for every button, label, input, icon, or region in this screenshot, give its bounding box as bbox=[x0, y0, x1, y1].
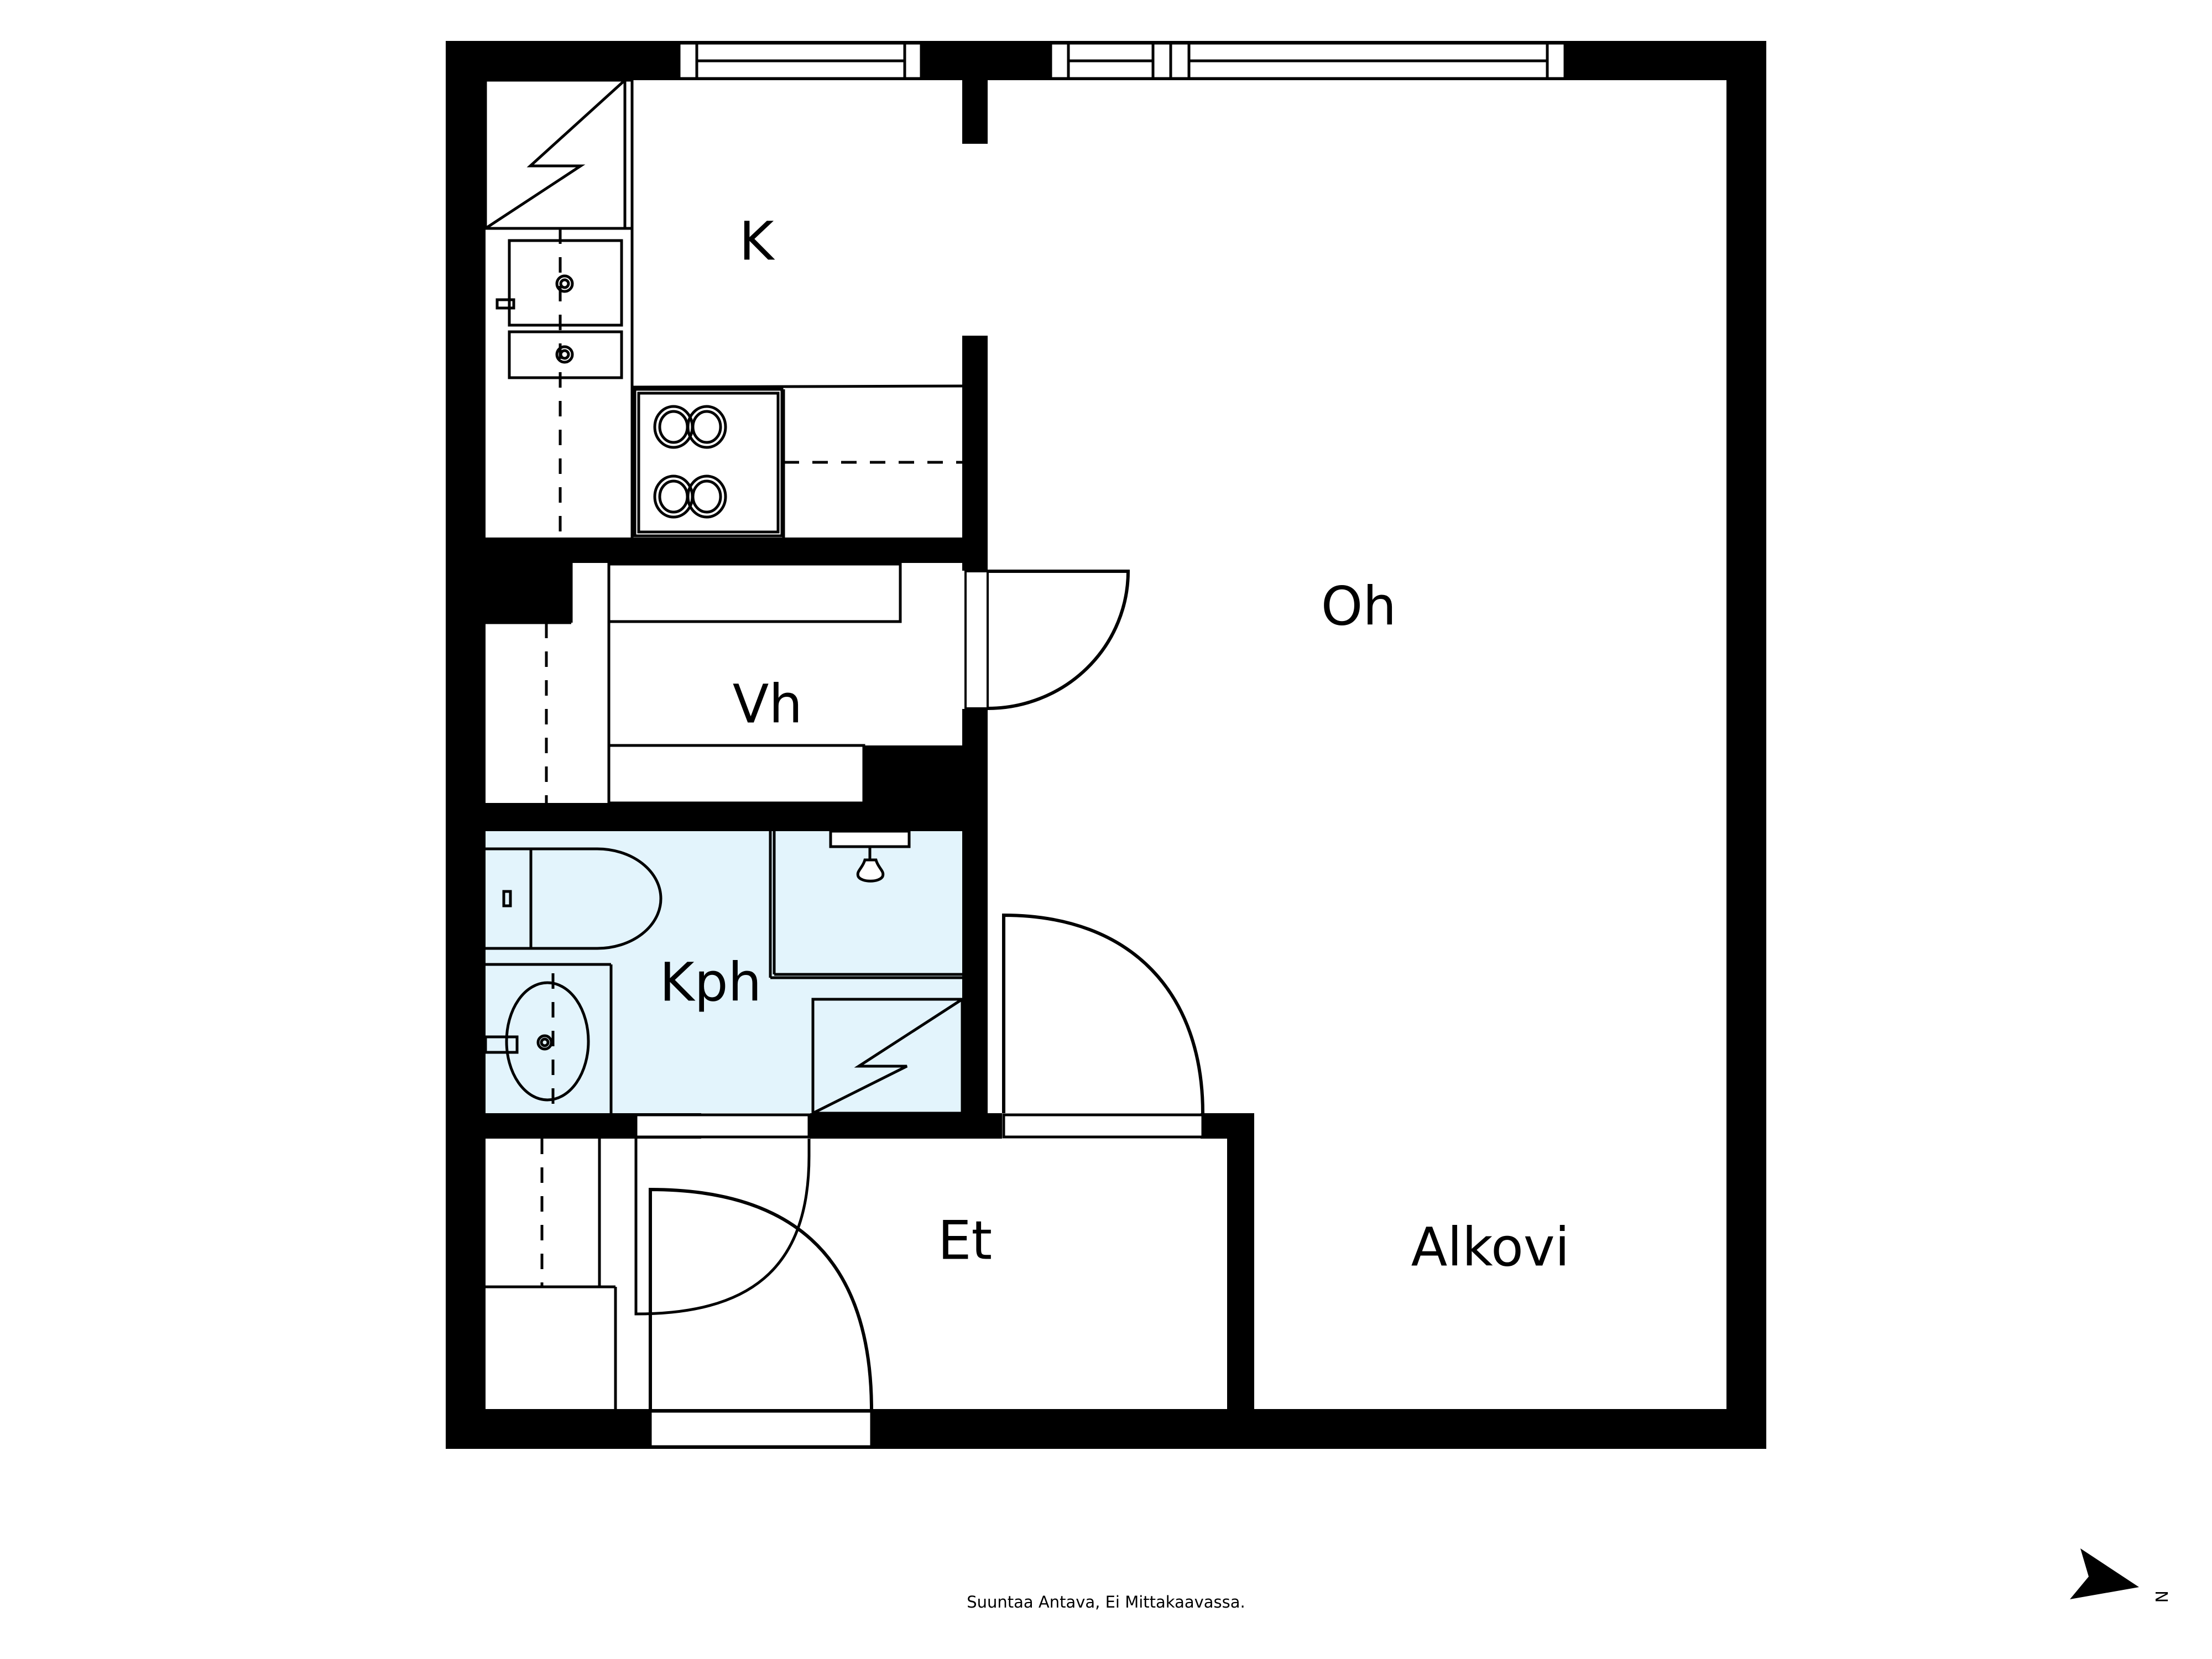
entrance-fixtures bbox=[486, 1139, 617, 1409]
room-label-et: Et bbox=[938, 1209, 992, 1271]
stove-burners bbox=[653, 405, 727, 519]
room-label-vh: Vh bbox=[733, 673, 803, 735]
room-label-k: K bbox=[739, 210, 775, 272]
room-label-alkovi: Alkovi bbox=[1411, 1216, 1570, 1278]
kitchen-opening bbox=[962, 144, 988, 336]
shower bbox=[769, 830, 962, 979]
toilet bbox=[486, 847, 662, 950]
kitchen-fixtures bbox=[484, 79, 963, 538]
front-door[interactable] bbox=[649, 1187, 873, 1448]
kitchen-sink-small bbox=[508, 330, 623, 379]
fridge bbox=[484, 79, 634, 230]
room-label-oh: Oh bbox=[1321, 575, 1396, 637]
kitchen-sink-large bbox=[508, 239, 623, 327]
wardrobe-door[interactable] bbox=[964, 570, 1130, 710]
window-kitchen bbox=[677, 41, 923, 80]
wardrobe-fixtures bbox=[486, 562, 902, 805]
washbasin bbox=[484, 963, 613, 1113]
stove bbox=[633, 388, 784, 538]
faucet bbox=[495, 298, 515, 310]
bathroom-fixtures bbox=[484, 830, 964, 1115]
disclaimer-note: Suuntaa Antava, Ei Mittakaavassa. bbox=[967, 1593, 1245, 1611]
bathroom-door[interactable] bbox=[634, 1113, 811, 1316]
window-living-room bbox=[1049, 41, 1567, 80]
north-label: N bbox=[2151, 1590, 2171, 1603]
living-room-door[interactable] bbox=[1002, 913, 1204, 1139]
room-label-kph: Kph bbox=[660, 951, 762, 1013]
washing-machine bbox=[811, 998, 964, 1115]
north-arrow-icon: N bbox=[2070, 1548, 2171, 1603]
